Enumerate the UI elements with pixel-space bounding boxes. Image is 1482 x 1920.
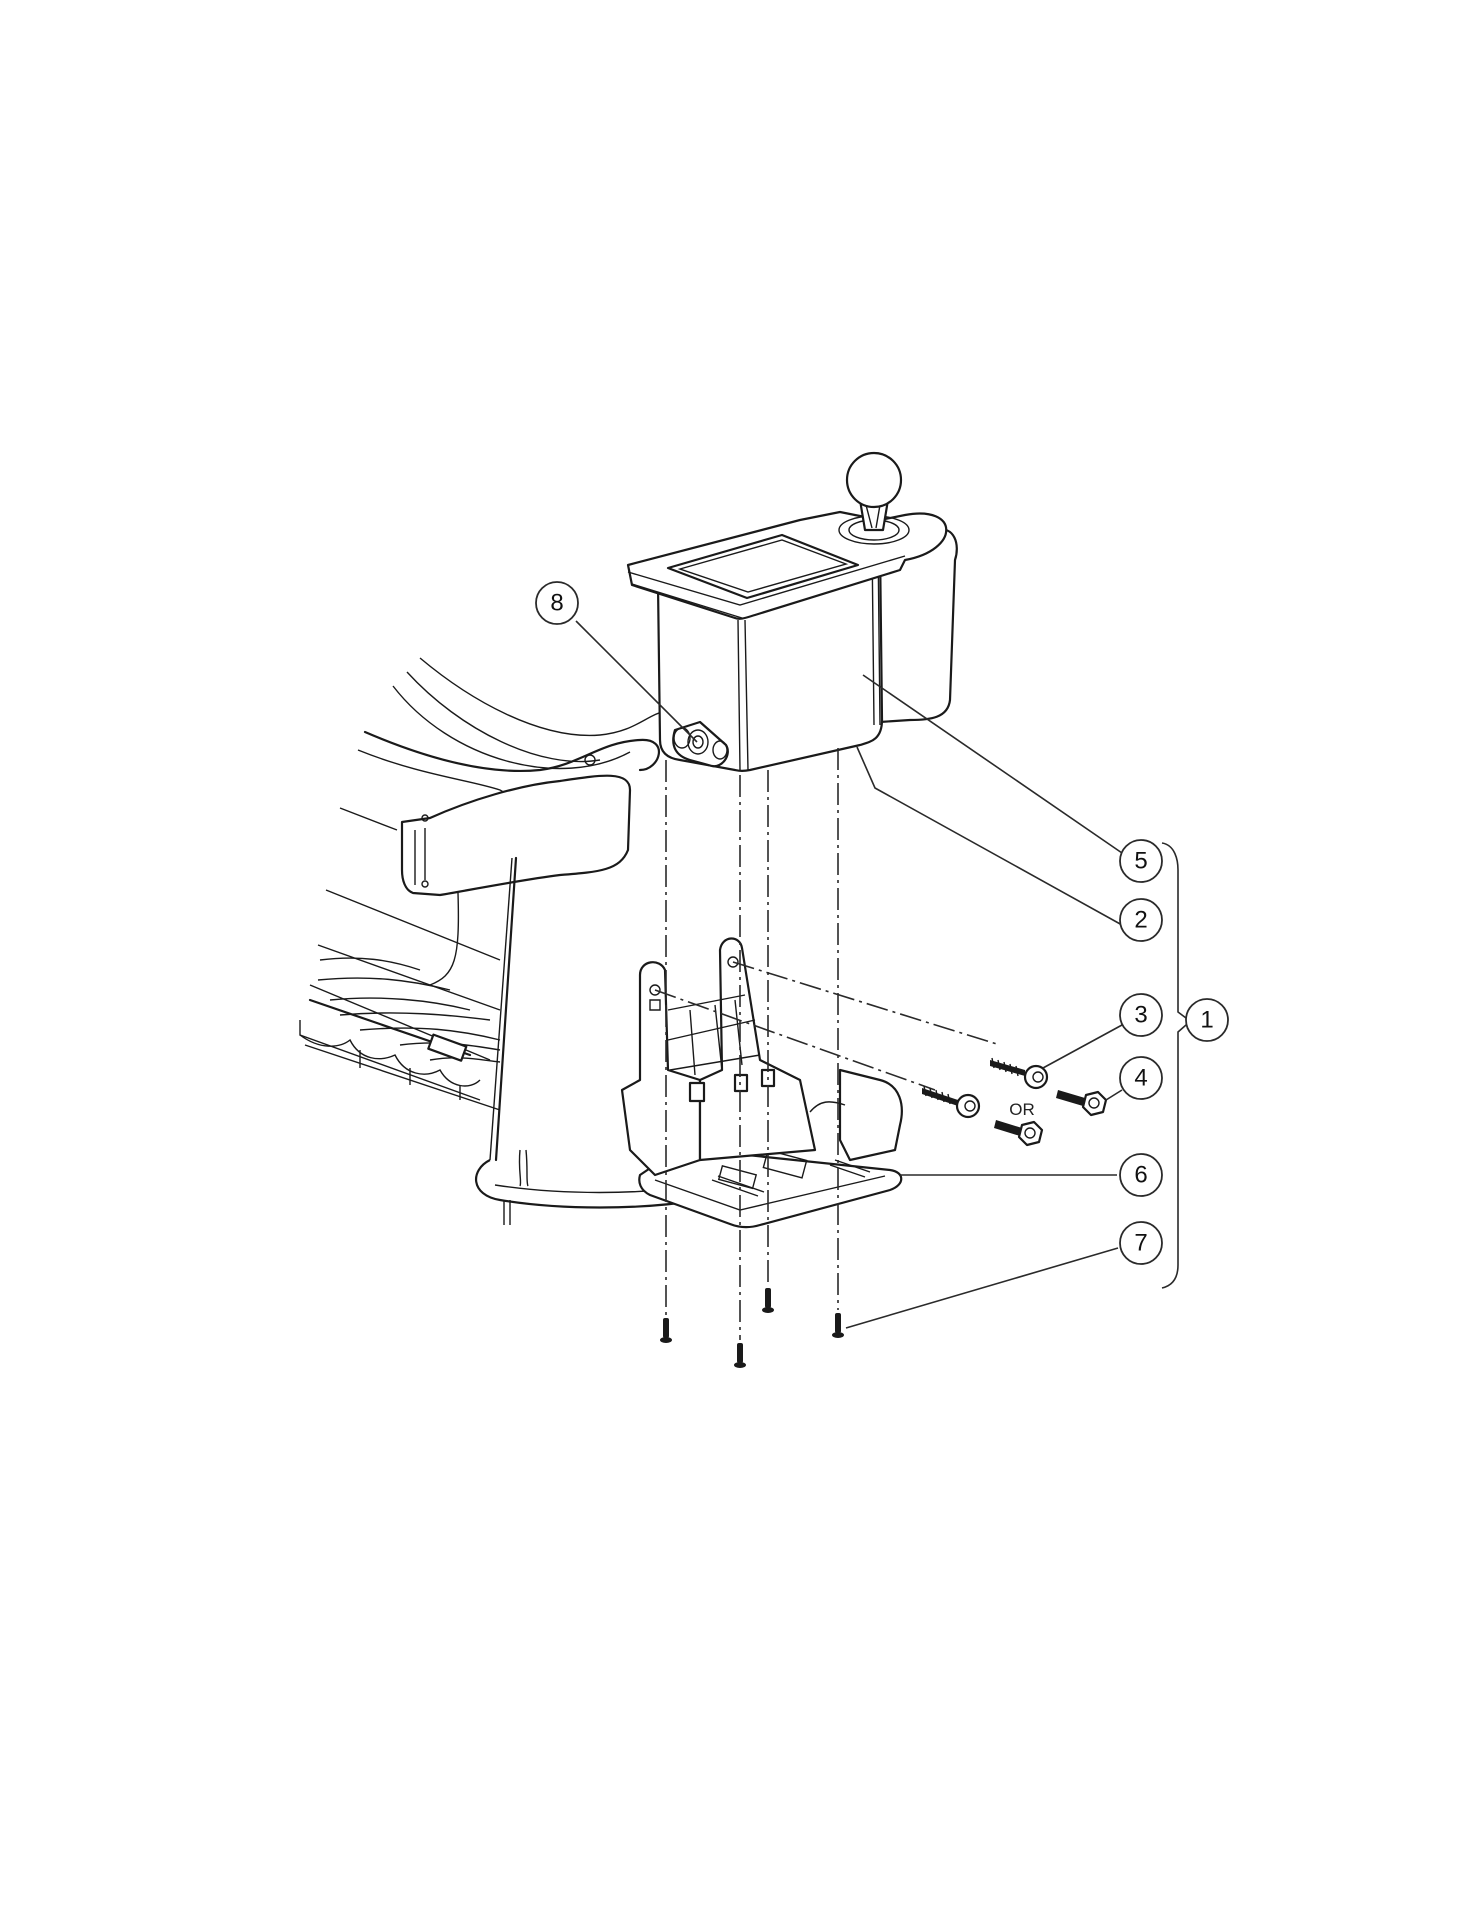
- callout-6: 6: [1119, 1153, 1163, 1197]
- screw-set: OR: [660, 1057, 1108, 1368]
- bottom-screw-4: [832, 1313, 844, 1338]
- mounting-bracket: [620, 937, 903, 1229]
- callout-4: 4: [1119, 1056, 1163, 1100]
- svg-text:1: 1: [1200, 1007, 1213, 1034]
- vehicle-frame: [299, 657, 701, 1225]
- mounting-tab: [672, 720, 729, 768]
- bottom-screw-1: [660, 1318, 672, 1343]
- bottom-screw-2: [734, 1343, 746, 1368]
- callout-8: 8: [535, 581, 579, 625]
- svg-text:3: 3: [1134, 1002, 1147, 1029]
- svg-text:6: 6: [1134, 1162, 1147, 1189]
- or-label: OR: [1009, 1100, 1035, 1119]
- svg-text:8: 8: [550, 590, 563, 617]
- svg-text:5: 5: [1134, 848, 1147, 875]
- callout-1: 1: [1185, 998, 1229, 1042]
- centerlines: [654, 748, 1001, 1340]
- callout-2: 2: [1119, 898, 1163, 942]
- storage-bin: [626, 451, 958, 772]
- bottom-screw-3: [762, 1288, 774, 1313]
- hex-bolt-left: [994, 1120, 1044, 1147]
- leader-lines: [575, 620, 1187, 1329]
- svg-text:4: 4: [1134, 1065, 1147, 1092]
- callout-7: 7: [1119, 1221, 1163, 1265]
- tapping-screw-upper: [990, 1057, 1049, 1090]
- svg-text:7: 7: [1134, 1230, 1147, 1257]
- tapping-screw-lower: [922, 1085, 981, 1119]
- hex-bolt-right: [1056, 1090, 1108, 1117]
- callout-5: 5: [1119, 839, 1163, 883]
- callout-3: 3: [1119, 993, 1163, 1037]
- floor-mat: [299, 944, 501, 1111]
- svg-text:2: 2: [1134, 907, 1147, 934]
